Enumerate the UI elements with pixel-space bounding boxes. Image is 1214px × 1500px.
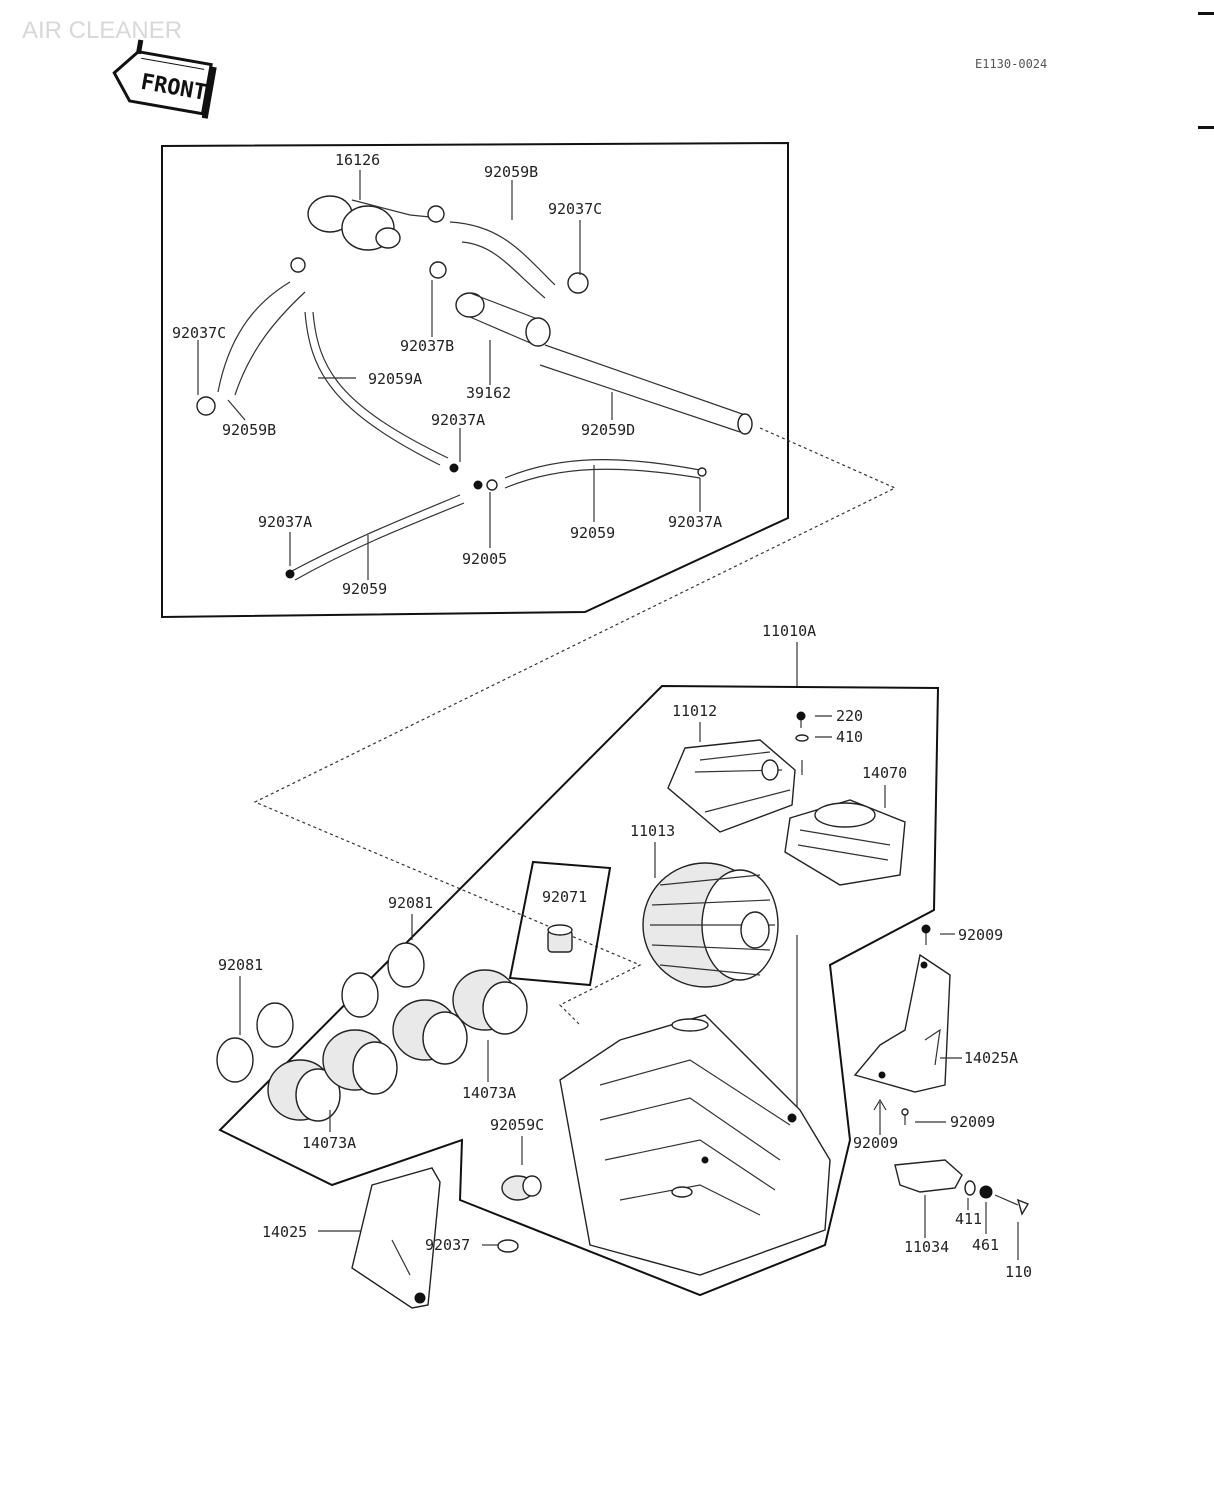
intake-duct-part (392, 999, 468, 1065)
part-label-92037c: 92037C (172, 324, 226, 342)
hose-92059-right (504, 459, 701, 489)
part-label-220: 220 (836, 707, 863, 725)
cap-part (501, 1175, 542, 1201)
part-label-411: 411 (955, 1210, 982, 1228)
edge-mark-bottom (1198, 126, 1214, 129)
part-label-92005: 92005 (462, 550, 507, 568)
part-label-92037a: 92037A (431, 411, 485, 429)
intake-duct-part (322, 1029, 398, 1095)
fitting-part (486, 479, 498, 491)
part-label-92009: 92009 (950, 1113, 995, 1131)
clip-part (497, 1239, 519, 1253)
dashed-link-line (253, 427, 897, 1026)
edge-mark-top (1198, 12, 1214, 15)
clamp-part (427, 205, 445, 223)
breather-cover-part (307, 195, 441, 251)
page-title: AIR CLEANER (22, 17, 182, 44)
screw-part (796, 711, 806, 728)
stay-bracket-part (894, 1159, 963, 1193)
grommet-box-frame (508, 860, 612, 987)
part-label-92071: 92071 (542, 888, 587, 906)
clamp-part (290, 257, 306, 273)
air-filter-element-part (642, 862, 779, 988)
hose-92059d (539, 344, 746, 433)
bracket-14025a-part (853, 953, 951, 1093)
part-label-14025a: 14025A (964, 1049, 1018, 1067)
separator-part (455, 292, 551, 347)
band-part (256, 1002, 294, 1048)
part-label-39162: 39162 (466, 384, 511, 402)
part-label-92037: 92037 (425, 1236, 470, 1254)
part-label-110: 110 (1005, 1263, 1032, 1281)
holder-bracket-part (351, 1167, 441, 1309)
leader-line (815, 715, 832, 738)
front-arrow-icon: FRONT (112, 39, 217, 119)
part-label-92081: 92081 (388, 894, 433, 912)
intake-duct-part (452, 969, 528, 1035)
part-label-11034: 11034 (904, 1238, 949, 1256)
part-label-16126: 16126 (335, 151, 380, 169)
intake-duct-part (267, 1059, 341, 1122)
air-cleaner-cover-part (667, 739, 796, 833)
part-label-92037a: 92037A (258, 513, 312, 531)
bolt-part (994, 1194, 1030, 1216)
duct-part (784, 799, 906, 886)
part-label-92059b: 92059B (484, 163, 538, 181)
part-label-14073a: 14073A (462, 1084, 516, 1102)
part-label-410: 410 (836, 728, 863, 746)
clip-part (449, 463, 459, 473)
part-label-14025: 14025 (262, 1223, 307, 1241)
part-label-11012: 11012 (672, 702, 717, 720)
part-label-92059b: 92059B (222, 421, 276, 439)
part-label-92009: 92009 (853, 1134, 898, 1152)
part-label-11013: 11013 (630, 822, 675, 840)
hose-92059-left (289, 494, 465, 581)
nut-part (979, 1185, 993, 1199)
clamp-part (429, 261, 447, 279)
clamp-part (196, 396, 216, 416)
band-part (387, 942, 425, 988)
upper-group-frame (161, 141, 789, 619)
grommet-part (547, 924, 573, 953)
leader-lines-upper (197, 170, 701, 580)
part-label-11010a: 11010A (762, 622, 816, 640)
clip-part (285, 569, 295, 579)
screw-part (921, 924, 931, 945)
part-label-92059d: 92059D (581, 421, 635, 439)
part-label-92059: 92059 (570, 524, 615, 542)
hose-92059b-top (449, 221, 556, 299)
band-part (341, 972, 379, 1018)
part-label-92059: 92059 (342, 580, 387, 598)
band-part (216, 1037, 254, 1083)
part-label-92037b: 92037B (400, 337, 454, 355)
hose-92059a (304, 311, 449, 466)
part-label-92037c: 92037C (548, 200, 602, 218)
diagram-reference-code: E1130-0024 (975, 57, 1047, 71)
arrow-icon (873, 1098, 887, 1135)
part-label-92059c: 92059C (490, 1116, 544, 1134)
part-label-14070: 14070 (862, 764, 907, 782)
clip-part (473, 480, 483, 490)
washer-part (964, 1180, 976, 1196)
part-label-92059a: 92059A (368, 370, 422, 388)
washer-part (795, 734, 809, 742)
clip-part (697, 467, 707, 477)
hose-92059b-left (217, 281, 306, 396)
air-cleaner-housing-part (559, 1014, 831, 1276)
part-label-14073a: 14073A (302, 1134, 356, 1152)
hose-end-part (737, 413, 753, 435)
part-label-461: 461 (972, 1236, 999, 1254)
screw-part (901, 1108, 909, 1125)
part-label-92037a: 92037A (668, 513, 722, 531)
part-label-92009: 92009 (958, 926, 1003, 944)
part-label-92081: 92081 (218, 956, 263, 974)
lower-group-frame (218, 684, 940, 1297)
clamp-part (567, 272, 589, 294)
